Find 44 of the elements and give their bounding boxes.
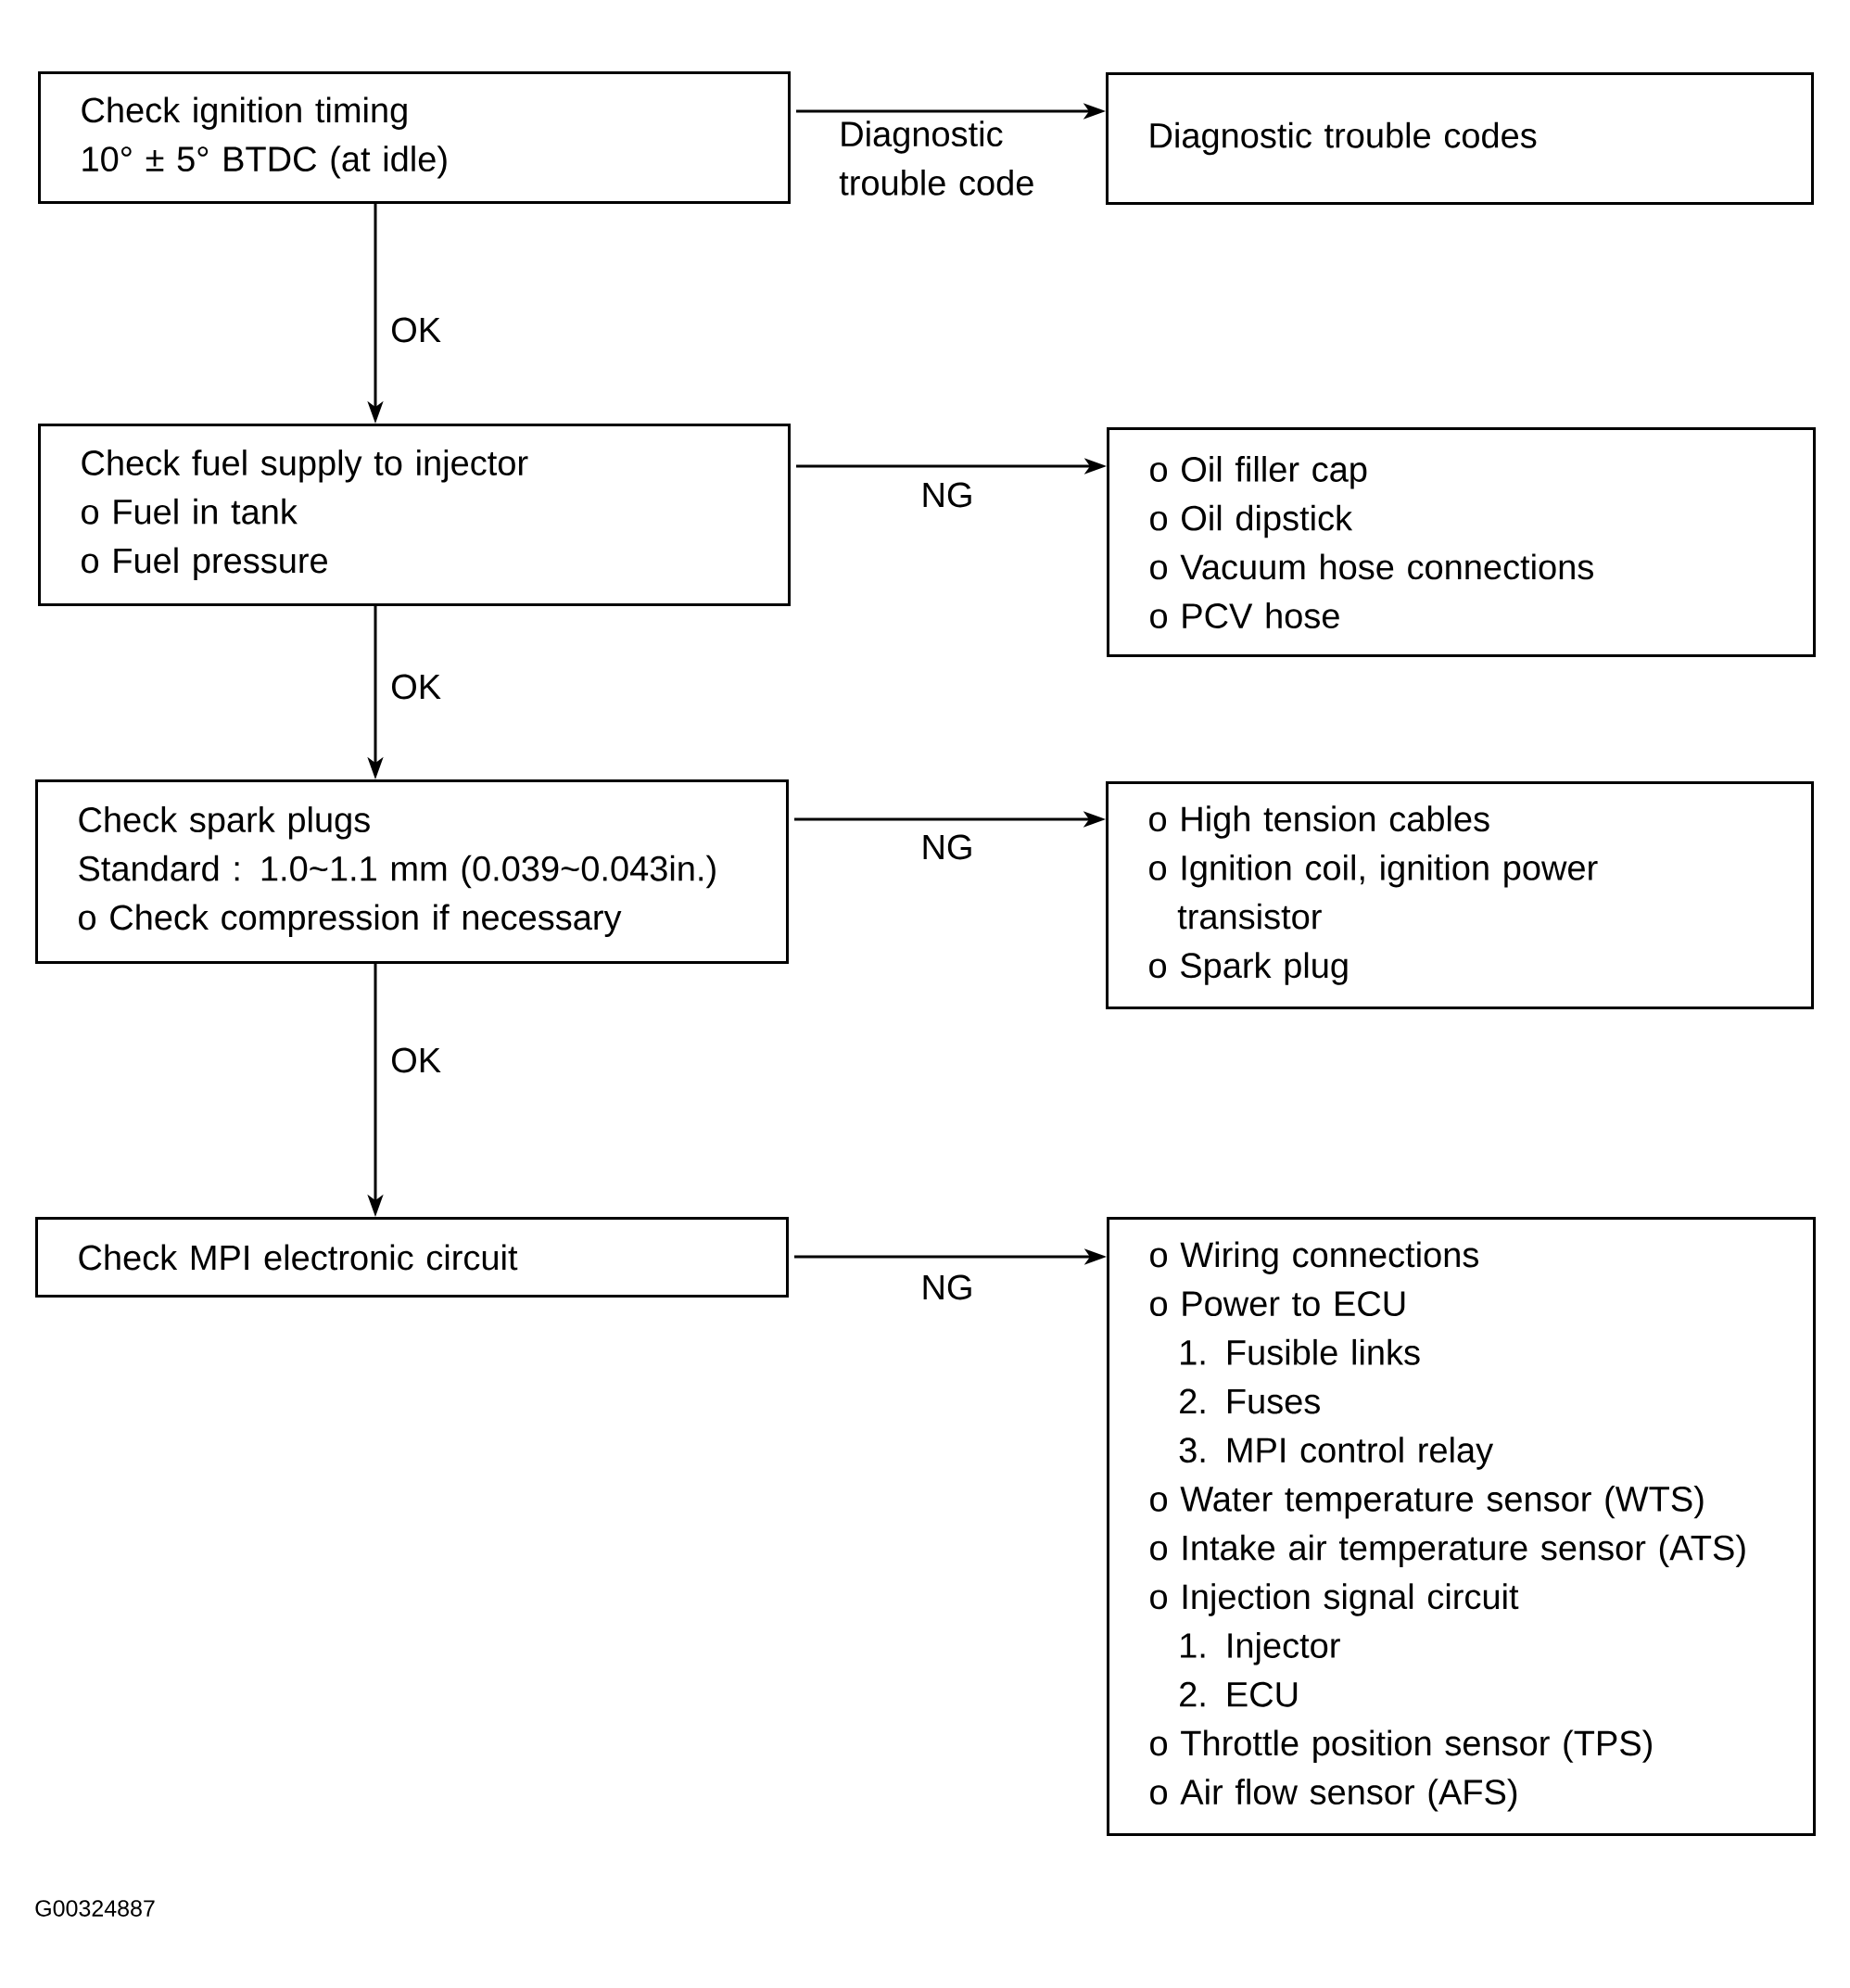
list-item: 1. Fusible links <box>1181 1338 1420 1365</box>
list-item: 2. ECU <box>1180 1681 1298 1707</box>
list-item: o High tension cables <box>1149 805 1489 839</box>
process-box <box>1107 427 1816 657</box>
list-item: 3. MPI control relay <box>1179 1437 1494 1470</box>
list-item: o Spark plug <box>1149 952 1348 985</box>
list-item: o Fuel in tank <box>82 498 298 525</box>
step-title: Check spark plugs <box>79 806 370 840</box>
process-box <box>38 424 791 606</box>
list-item: 2. Fuses <box>1180 1388 1320 1414</box>
process-box <box>1106 72 1814 205</box>
list-item: 1. Injector <box>1181 1632 1340 1665</box>
process-box <box>35 1217 789 1298</box>
edge-label: NG <box>923 482 971 508</box>
step-title: Check ignition timing <box>82 96 407 130</box>
spec-text: 10° ± 5° BTDC (at idle) <box>82 146 447 179</box>
list-item: o Oil filler cap <box>1150 456 1367 489</box>
list-item: Diagnostic trouble codes <box>1150 121 1537 156</box>
process-box <box>35 779 789 964</box>
list-item: o PCV hose <box>1150 602 1339 628</box>
step-title: Check MPI electronic circuit <box>79 1244 518 1271</box>
list-item: o Air flow sensor (AFS) <box>1150 1779 1517 1812</box>
list-item: o Check compression if necessary <box>79 904 622 937</box>
list-item: o Water temperature sensor (WTS) <box>1150 1485 1704 1519</box>
list-item: o Oil dipstick <box>1150 504 1353 538</box>
edge-label: OK <box>392 674 441 700</box>
edge-label: NG <box>923 834 971 860</box>
list-item: o Power to ECU <box>1150 1291 1405 1317</box>
list-item: o Injection signal circuit <box>1150 1583 1519 1616</box>
list-item: o Vacuum hose connections <box>1150 553 1593 580</box>
edge-label: Diagnostic trouble code <box>839 120 1033 196</box>
process-box <box>38 71 791 204</box>
list-item: o Fuel pressure <box>82 547 327 580</box>
list-item: o Throttle position sensor (TPS) <box>1150 1729 1652 1763</box>
list-item: o Wiring connections <box>1150 1241 1478 1274</box>
spec-text: Standard : 1.0~1.1 mm (0.039~0.043in.) <box>79 855 716 889</box>
process-box <box>1107 1217 1816 1836</box>
step-title: Check fuel supply to injector <box>82 450 528 483</box>
edge-label: OK <box>392 317 441 343</box>
edge-label: OK <box>392 1047 441 1073</box>
process-box <box>1106 781 1814 1009</box>
figure-id: G00324887 <box>35 1900 155 1917</box>
edge-label: NG <box>923 1274 971 1300</box>
list-item: o Intake air temperature sensor (ATS) <box>1150 1534 1745 1568</box>
